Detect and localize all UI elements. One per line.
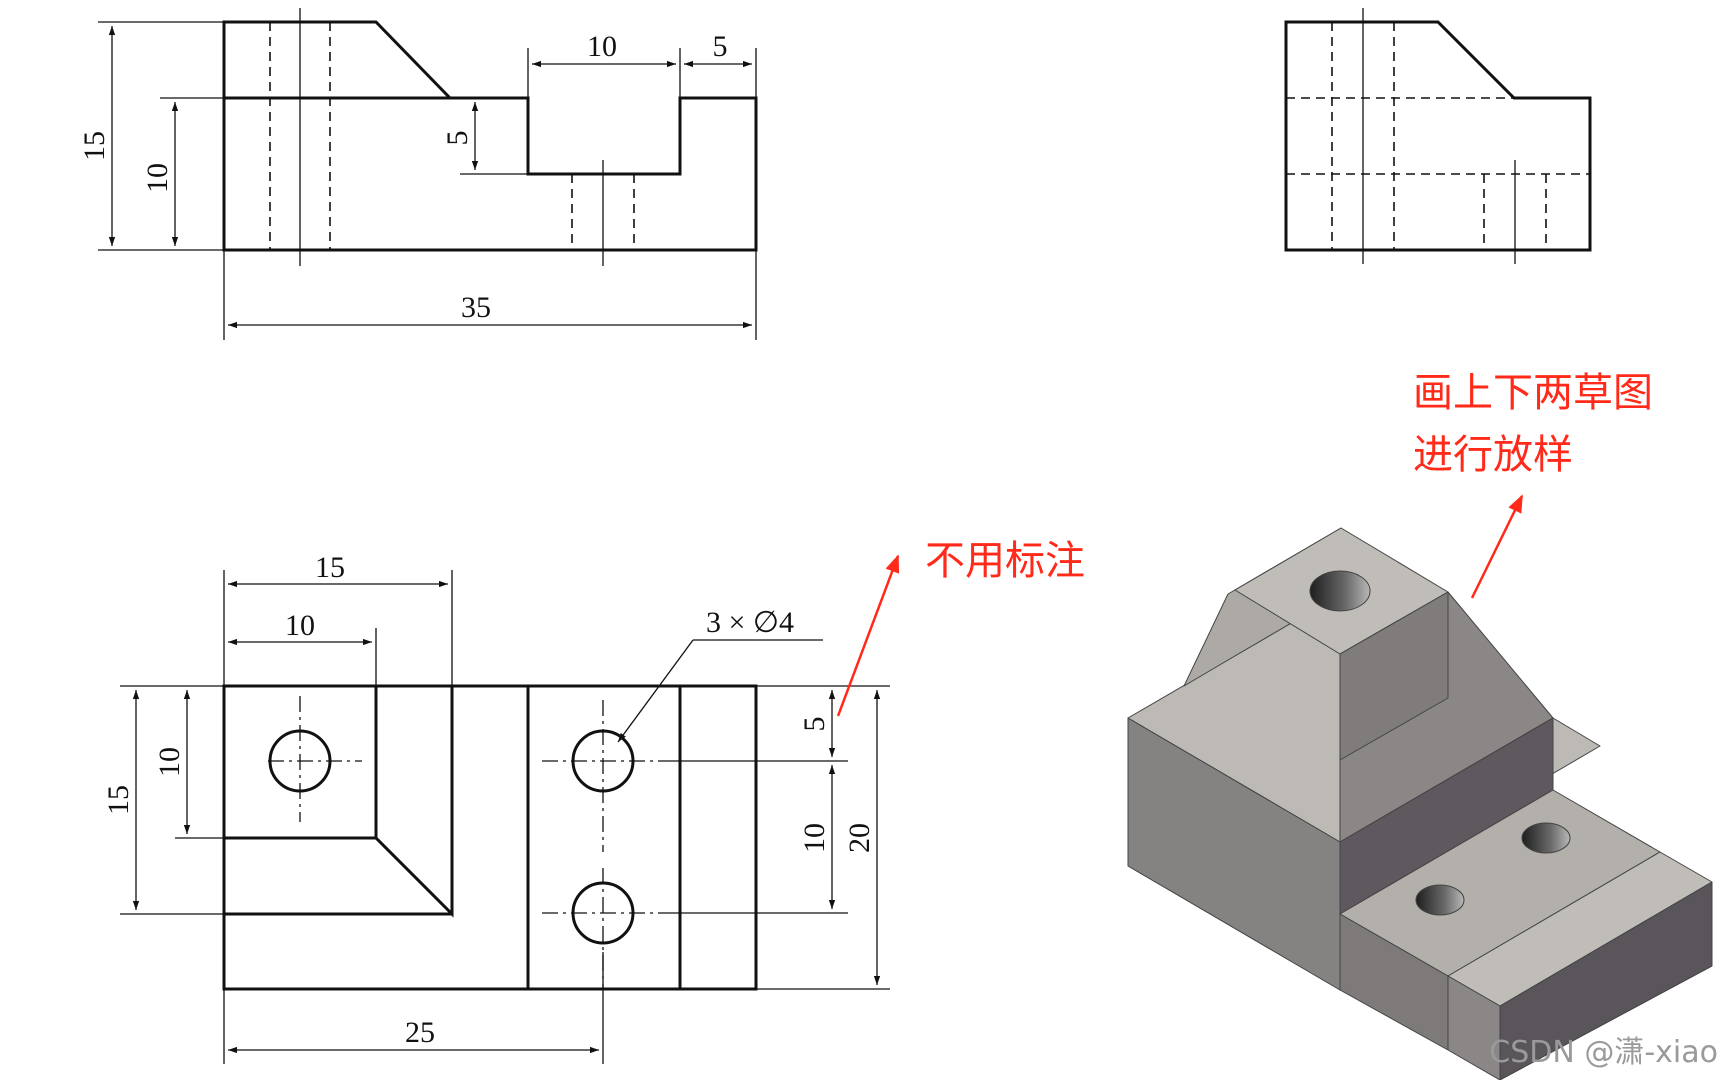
dim-front-length-35: 35 — [461, 291, 491, 324]
side-view-center-lines — [1362, 8, 1516, 264]
dim-front-height-15: 15 — [78, 131, 111, 161]
side-view — [1284, 8, 1592, 264]
dim-front-slot-depth-5: 5 — [441, 131, 474, 146]
side-view-hidden-lines — [1286, 22, 1590, 250]
dim-top-depth-10: 10 — [153, 747, 186, 777]
model-boss-front-face — [1339, 591, 1449, 761]
loft-note-line1: 画上下两草图 — [1413, 370, 1653, 416]
dim-front-slot-width-10: 10 — [587, 30, 617, 63]
top-view: 15 10 15 10 5 10 20 25 3 × ∅4 — [102, 551, 890, 1064]
top-view-dimension-lines — [120, 570, 890, 1064]
dim-top-width-15: 15 — [315, 551, 345, 584]
top-view-boss-outline — [224, 686, 454, 918]
hole-callout-label: 3 × ∅4 — [706, 606, 794, 639]
loft-note-arrow — [1470, 494, 1524, 599]
watermark: CSDN @潇-xiao — [1489, 1035, 1718, 1070]
dim-top-depth-20: 20 — [843, 823, 876, 853]
no-dimension-note: 不用标注 — [925, 538, 1085, 584]
no-dimension-arrow — [836, 554, 900, 717]
dim-top-width-10: 10 — [285, 609, 315, 642]
front-view-dimension-lines — [98, 21, 757, 340]
dim-top-hole-offset-5: 5 — [798, 717, 831, 732]
isometric-model — [1127, 527, 1713, 1080]
model-base-front-face — [1339, 913, 1449, 1051]
dim-top-depth-15: 15 — [102, 785, 135, 815]
front-view: 15 10 5 10 5 35 — [78, 8, 758, 340]
dim-top-hole-pitch-10: 10 — [798, 823, 831, 853]
top-view-slot-lines — [526, 686, 682, 989]
annotations: 不用标注 画上下两草图 进行放样 — [836, 370, 1653, 717]
dim-top-position-25: 25 — [405, 1016, 435, 1049]
model-slot-hole-2 — [1415, 884, 1465, 916]
front-view-hidden-lines — [269, 22, 635, 250]
loft-note-line2: 进行放样 — [1413, 432, 1573, 478]
dim-front-wall-width-5: 5 — [713, 30, 728, 63]
top-view-center-lines — [268, 696, 664, 990]
front-view-center-lines — [299, 8, 604, 266]
dim-front-height-10: 10 — [141, 163, 174, 193]
model-boss-hole — [1309, 570, 1371, 612]
front-view-outline — [222, 20, 758, 252]
model-slot-hole-1 — [1521, 822, 1571, 854]
